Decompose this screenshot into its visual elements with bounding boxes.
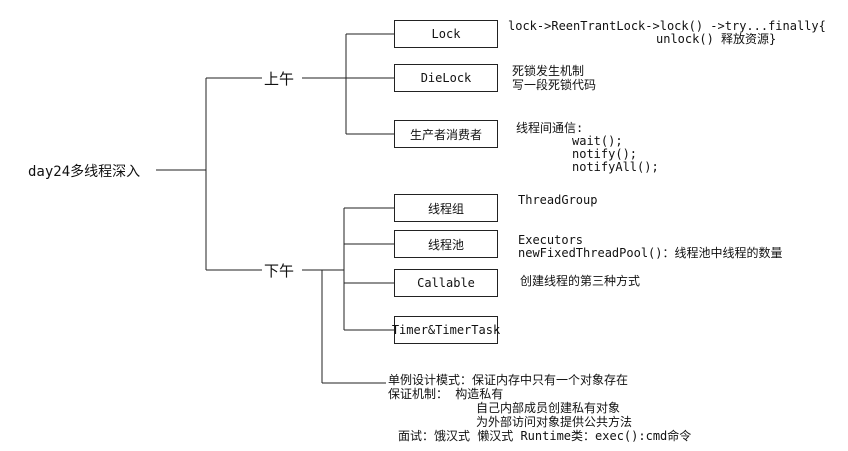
producer-note-line4: notifyAll(); bbox=[572, 160, 659, 174]
node-callable: Callable bbox=[394, 269, 498, 297]
singleton-line5: 面试：饿汉式 懒汉式 Runtime类：exec():cmd命令 bbox=[398, 429, 692, 443]
singleton-line2: 保证机制： 构造私有 bbox=[388, 387, 504, 401]
node-lock: Lock bbox=[394, 20, 498, 48]
branch-morning-label: 上午 bbox=[264, 70, 295, 88]
threadpool-note-line2: newFixedThreadPool()：线程池中线程的数量 bbox=[518, 246, 783, 260]
threadgroup-note-line1: ThreadGroup bbox=[518, 193, 598, 207]
singleton-line3: 自己内部成员创建私有对象 bbox=[476, 401, 621, 415]
singleton-line4: 为外部访问对象提供公共方法 bbox=[476, 415, 633, 429]
dielock-note-line1: 死锁发生机制 bbox=[512, 64, 585, 78]
root-title: day24多线程深入 bbox=[28, 164, 141, 180]
producer-note-line3: notify(); bbox=[572, 147, 638, 161]
node-threadpool: 线程池 bbox=[394, 230, 498, 258]
node-producer-consumer: 生产者消费者 bbox=[394, 120, 498, 148]
dielock-note-line2: 写一段死锁代码 bbox=[512, 78, 597, 92]
callable-note-line1: 创建线程的第三种方式 bbox=[520, 274, 641, 288]
lock-note-line2: unlock() 释放资源} bbox=[656, 32, 777, 46]
node-timer: Timer&TimerTask bbox=[392, 316, 500, 344]
lock-note-line1: lock->ReenTrantLock->lock() ->try...fina… bbox=[508, 19, 826, 33]
branch-afternoon-label: 下午 bbox=[264, 262, 295, 280]
node-dielock: DieLock bbox=[394, 64, 498, 92]
node-threadgroup: 线程组 bbox=[394, 194, 498, 222]
threadpool-note-line1: Executors bbox=[518, 233, 584, 247]
producer-note-line1: 线程间通信: bbox=[516, 121, 584, 135]
producer-note-line2: wait(); bbox=[572, 134, 623, 148]
singleton-line1: 单例设计模式：保证内存中只有一个对象存在 bbox=[388, 373, 629, 387]
